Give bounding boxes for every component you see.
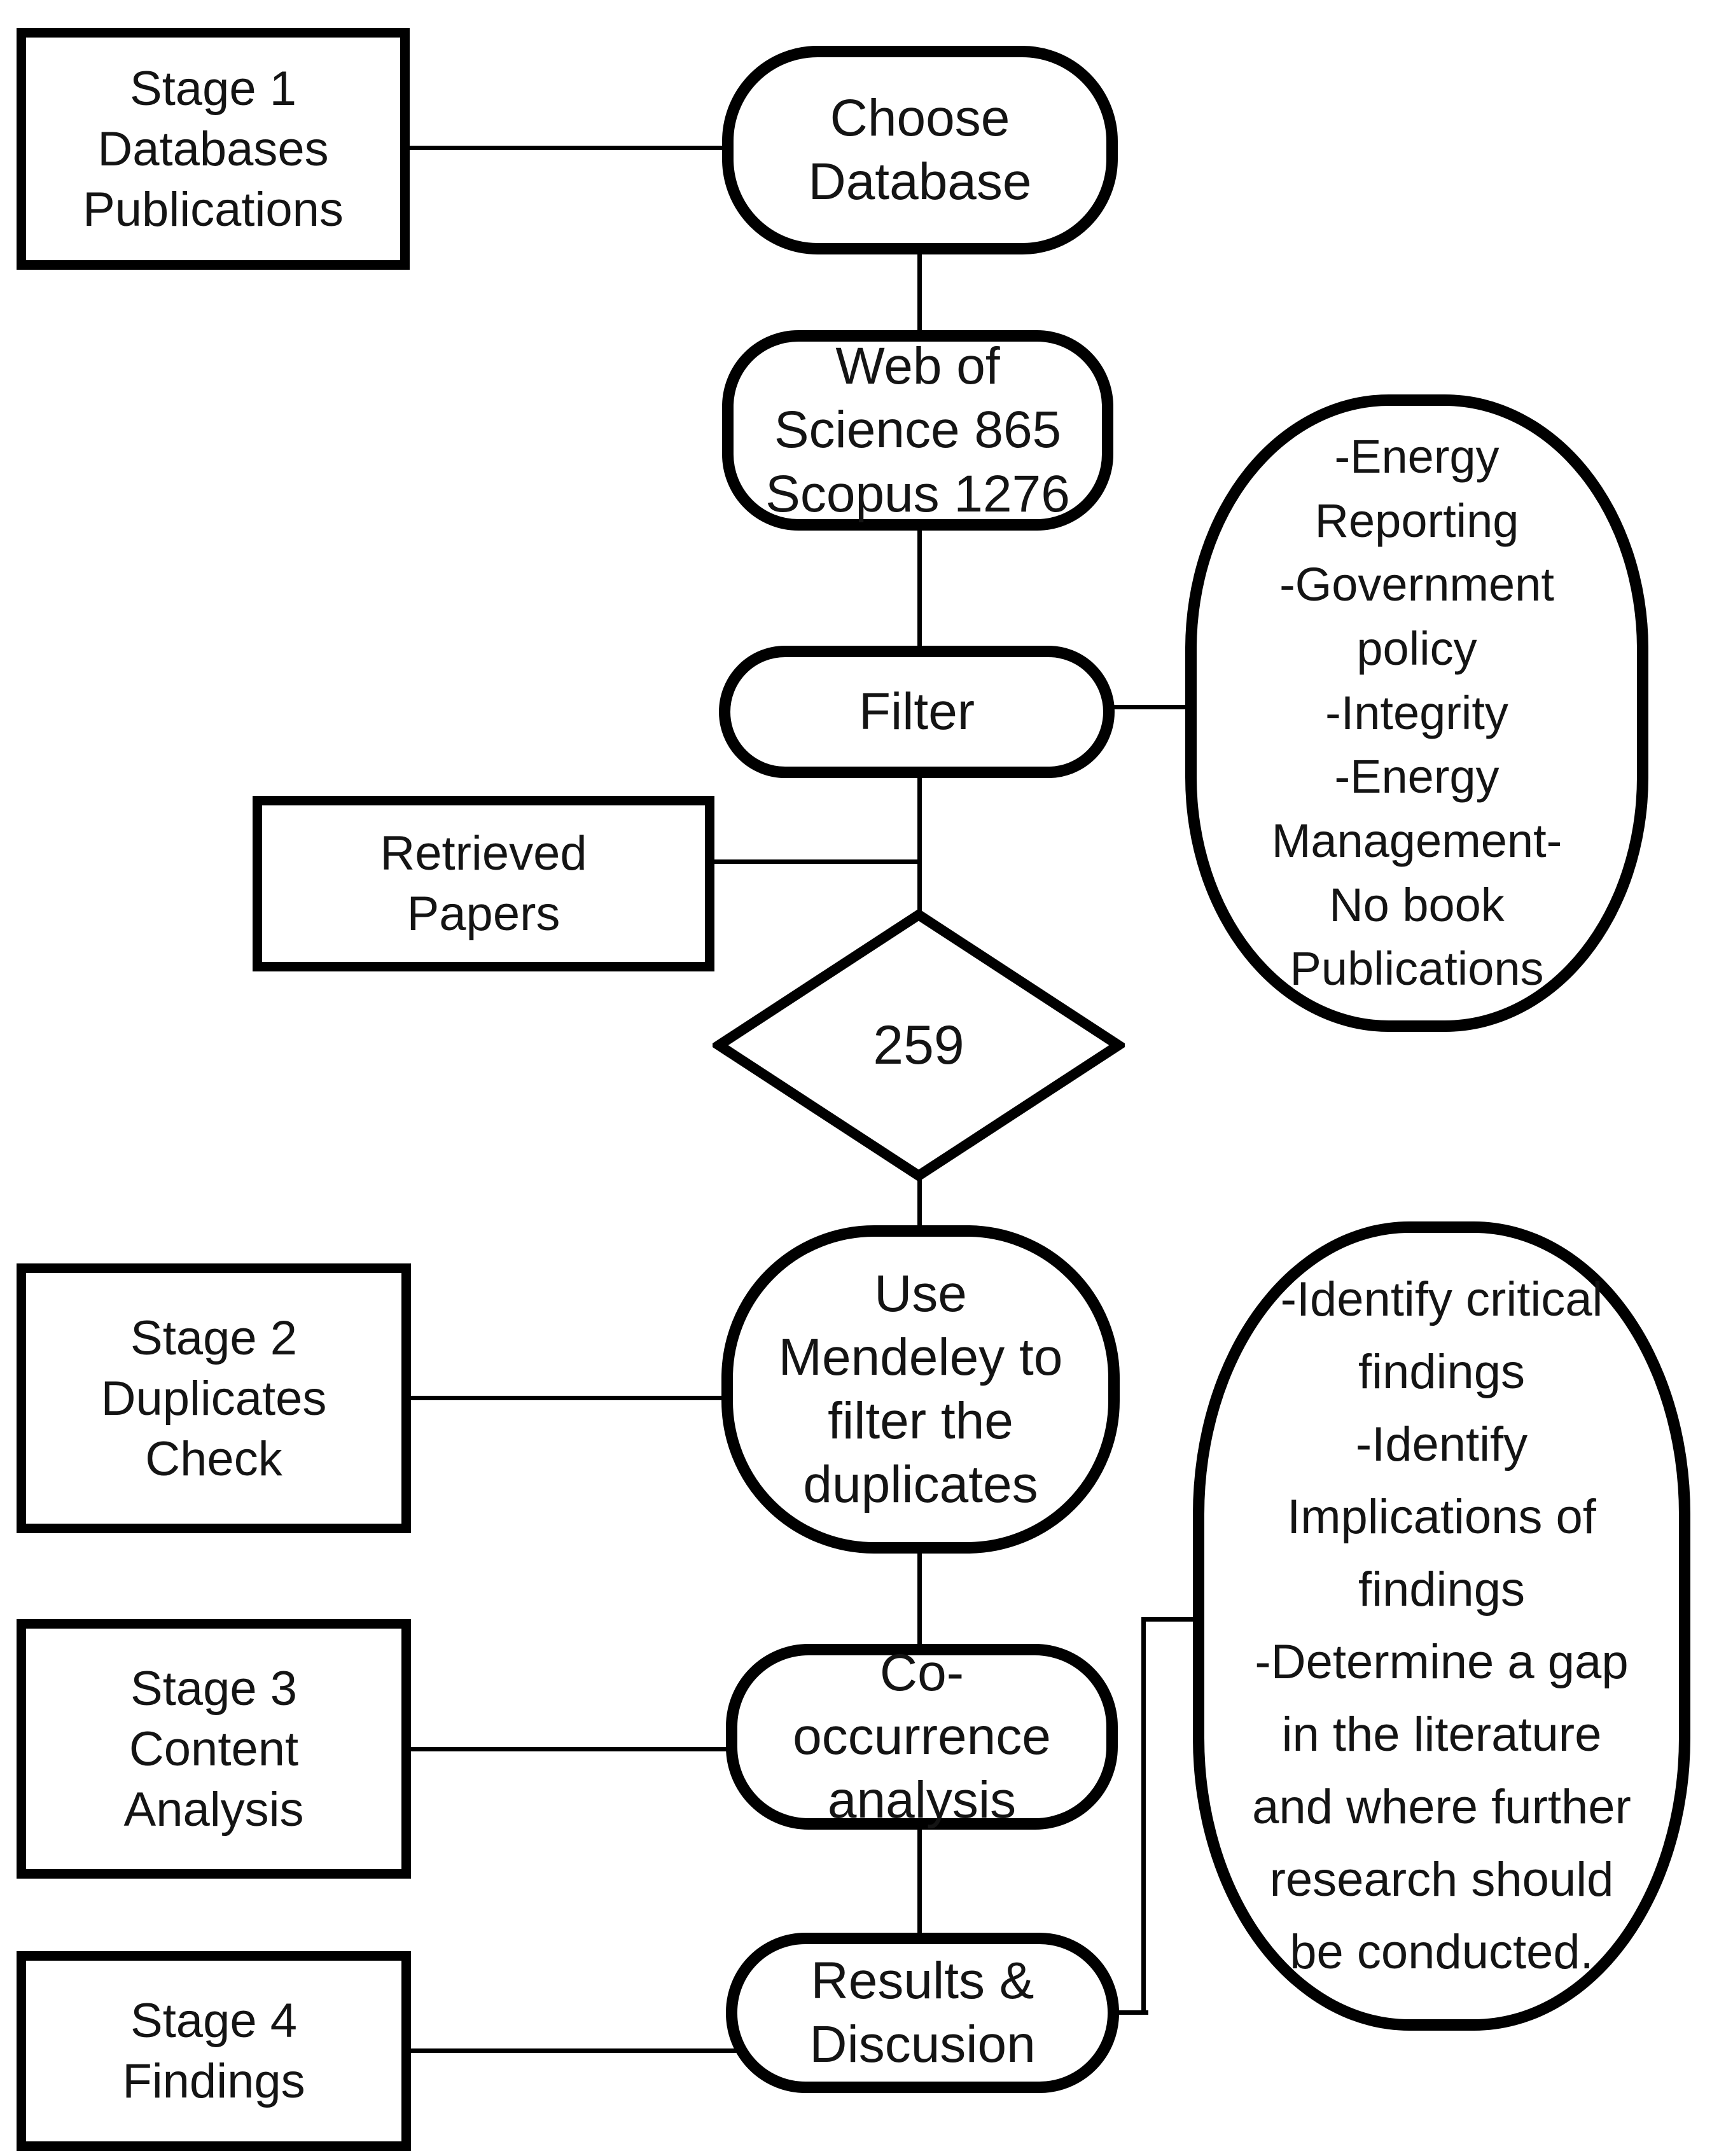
- connector-decision-mendeley: [917, 1174, 922, 1228]
- stage-4-box: Stage 4 Findings: [17, 1951, 411, 2151]
- connector-wos-filter: [917, 529, 922, 647]
- stage-1-label: Stage 1 Databases Publications: [83, 61, 344, 237]
- retrieved-papers-box: Retrieved Papers: [253, 796, 714, 971]
- results-discussion-label: Results & Discusion: [809, 1951, 1036, 2073]
- bracket-vertical: [1141, 1617, 1146, 2015]
- connector-choose-wos: [917, 253, 922, 333]
- connector-mendeley-cooc: [917, 1551, 922, 1646]
- decision-diamond: 259: [713, 908, 1125, 1182]
- stage-1-box: Stage 1 Databases Publications: [17, 28, 410, 270]
- filter-label: Filter: [858, 682, 975, 741]
- connector-stage4-results: [410, 2048, 770, 2053]
- stage-3-box: Stage 3 Content Analysis: [17, 1619, 411, 1879]
- filter-criteria-text: -Energy Reporting -Government policy -In…: [1271, 430, 1562, 996]
- web-of-science-node: Web of Science 865 Scopus 1276: [722, 330, 1113, 531]
- connector-stage1-choose: [410, 146, 725, 150]
- bracket-annotation-stub: [1141, 1617, 1202, 1622]
- connector-retrieved-axis: [713, 859, 921, 864]
- decision-count-label: 259: [873, 1014, 964, 1076]
- connector-cooc-results: [917, 1827, 922, 1935]
- findings-goals-annotation: -Identify critical findings -Identify Im…: [1193, 1221, 1690, 2031]
- filter-node: Filter: [719, 646, 1115, 778]
- co-occurrence-label: Co- occurrence analysis: [793, 1643, 1051, 1830]
- mendeley-node: Use Mendeley to filter the duplicates: [721, 1225, 1120, 1554]
- stage-2-box: Stage 2 Duplicates Check: [17, 1263, 411, 1533]
- stage-2-label: Stage 2 Duplicates Check: [101, 1311, 327, 1486]
- web-of-science-label: Web of Science 865 Scopus 1276: [765, 337, 1070, 523]
- stage-4-label: Stage 4 Findings: [122, 1994, 305, 2108]
- connector-filter-decision: [917, 777, 922, 912]
- connector-filter-criteria: [1112, 705, 1201, 709]
- connector-stage3-cooc: [410, 1747, 728, 1751]
- stage-3-label: Stage 3 Content Analysis: [123, 1661, 304, 1837]
- filter-criteria-annotation: -Energy Reporting -Government policy -In…: [1185, 394, 1648, 1032]
- findings-goals-text: -Identify critical findings -Identify Im…: [1252, 1272, 1631, 1979]
- bracket-results-stub: [1118, 2010, 1148, 2015]
- choose-database-node: Choose Database: [722, 46, 1118, 254]
- mendeley-label: Use Mendeley to filter the duplicates: [778, 1264, 1063, 1514]
- connector-stage2-mendeley: [410, 1396, 724, 1400]
- retrieved-papers-label: Retrieved Papers: [380, 826, 587, 941]
- co-occurrence-node: Co- occurrence analysis: [726, 1644, 1118, 1830]
- decision-diamond-shape: [713, 908, 1125, 1182]
- choose-database-label: Choose Database: [808, 88, 1032, 211]
- results-discussion-node: Results & Discusion: [726, 1933, 1119, 2093]
